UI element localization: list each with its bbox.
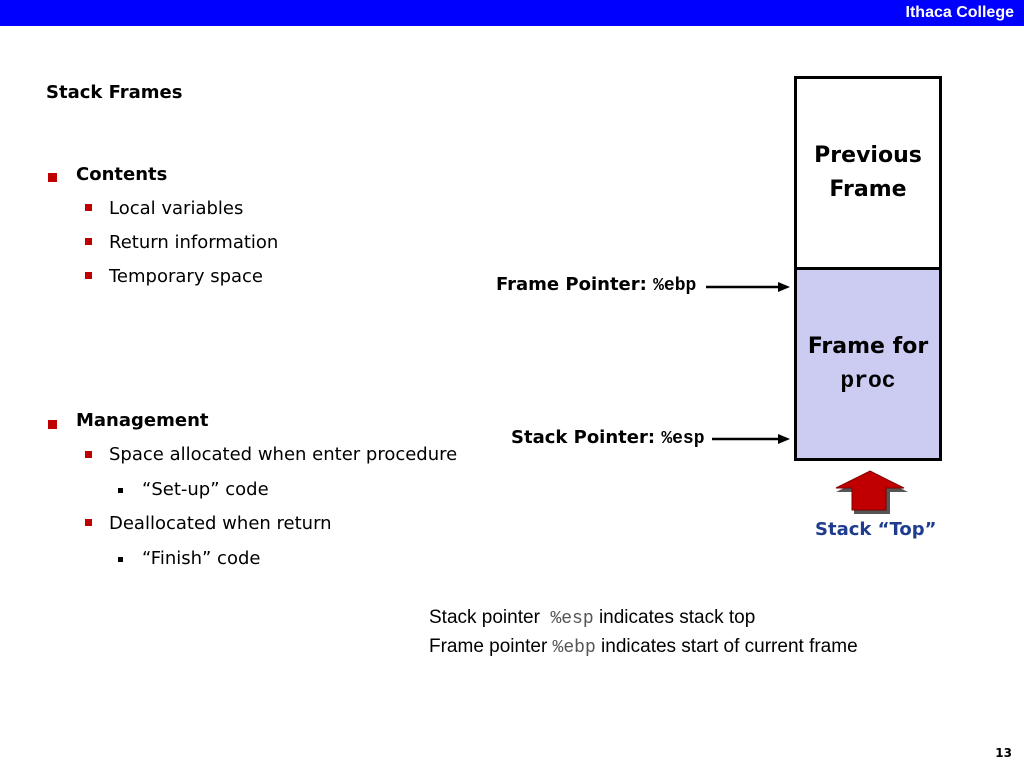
page-number: 13 <box>995 746 1012 760</box>
note-text: Stack pointer %esp indicates stack top F… <box>429 604 899 662</box>
list-item: Deallocated when return <box>109 513 332 534</box>
list-item: Temporary space <box>109 266 263 287</box>
bullet-square-icon <box>85 451 92 458</box>
note-line1-text: Stack pointer <box>429 607 551 628</box>
bullet-square-icon <box>48 173 57 182</box>
bullet-square-icon <box>85 204 92 211</box>
current-frame-label-line2: proc <box>840 368 896 394</box>
current-frame-box: Frame for proc <box>794 267 942 461</box>
stack-top-up-arrow-icon <box>835 470 908 514</box>
current-frame-label-line1: Frame for <box>807 334 929 359</box>
previous-frame-box: Previous Frame <box>794 76 942 270</box>
header-bar: Ithaca College <box>0 0 1024 26</box>
bullet-square-icon <box>85 238 92 245</box>
brand-label: Ithaca College <box>905 4 1014 21</box>
slide-title: Stack Frames <box>46 82 183 103</box>
note-line1-register: %esp <box>550 609 594 629</box>
frame-pointer-register: %ebp <box>653 276 697 296</box>
note-line2-text: Frame pointer <box>429 636 553 657</box>
bullet-square-icon <box>118 557 123 562</box>
note-line2-suffix: indicates start of current frame <box>595 636 858 657</box>
list-item: Return information <box>109 232 279 253</box>
list-item: “Finish” code <box>142 548 261 569</box>
list-item: “Set-up” code <box>142 479 269 500</box>
list-item: Local variables <box>109 198 244 219</box>
previous-frame-label-line2: Frame <box>829 177 907 202</box>
note-line1-suffix: indicates stack top <box>593 607 756 628</box>
management-heading: Management <box>76 410 209 431</box>
stack-top-label: Stack “Top” <box>815 519 937 540</box>
bullet-square-icon <box>48 420 57 429</box>
stack-pointer-register: %esp <box>661 429 705 449</box>
stack-pointer-text: Stack Pointer: <box>511 427 662 448</box>
note-line-1: Stack pointer %esp indicates stack top <box>429 604 899 633</box>
contents-heading: Contents <box>76 164 168 185</box>
bullet-square-icon <box>118 488 123 493</box>
bullet-square-icon <box>85 272 92 279</box>
note-line2-register: %ebp <box>552 638 596 658</box>
list-item: Space allocated when enter procedure <box>109 444 458 465</box>
frame-pointer-text: Frame Pointer: <box>496 274 654 295</box>
bullet-square-icon <box>85 519 92 526</box>
frame-pointer-arrow-icon <box>706 282 790 292</box>
stack-pointer-label: Stack Pointer: %esp <box>511 427 705 449</box>
frame-pointer-label: Frame Pointer: %ebp <box>496 274 696 296</box>
stack-pointer-arrow-icon <box>712 434 790 444</box>
note-line-2: Frame pointer %ebp indicates start of cu… <box>429 633 899 662</box>
previous-frame-label-line1: Previous <box>814 143 922 168</box>
